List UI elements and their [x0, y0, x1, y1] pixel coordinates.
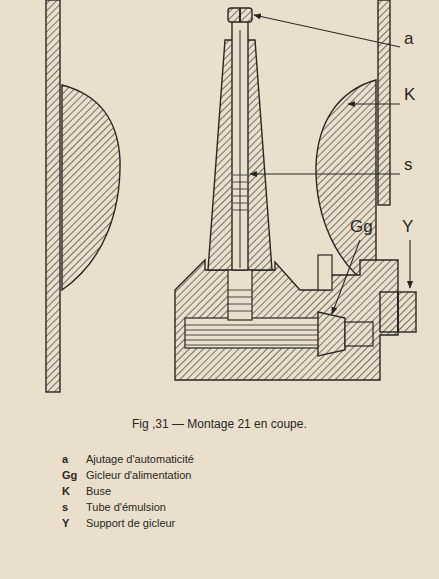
legend-key: Y	[62, 518, 69, 529]
legend-key: a	[62, 454, 68, 465]
legend-text: Gicleur d'alimentation	[86, 470, 191, 481]
legend-text: Support de gicleur	[86, 518, 175, 529]
air-corrector	[228, 8, 252, 22]
jet-carrier	[380, 292, 416, 332]
leader-line	[250, 173, 400, 174]
leader-line	[332, 240, 360, 314]
main-jet	[318, 312, 345, 356]
legend-text: Tube d'émulsion	[86, 502, 166, 513]
venturi	[62, 85, 120, 290]
legend-key: s	[62, 502, 68, 513]
legend-key: Gg	[62, 470, 77, 481]
emulsion-tube	[232, 18, 248, 270]
legend-text: Ajutage d'automaticité	[86, 454, 194, 465]
venturi	[316, 80, 376, 290]
leader-line	[348, 103, 400, 104]
body-wall	[46, 0, 60, 392]
callout-letter: Y	[402, 218, 413, 235]
callout-letter: K	[404, 86, 415, 103]
legend-key: K	[62, 486, 70, 497]
callout-letter: Gg	[350, 218, 373, 235]
callout-letter: a	[404, 30, 413, 47]
float-body	[175, 260, 398, 380]
leader-line	[254, 15, 400, 47]
callout-letter: s	[404, 156, 413, 173]
legend-text: Buse	[86, 486, 111, 497]
leader-line	[409, 240, 410, 288]
figure-caption: Fig ,31 — Montage 21 en coupe.	[132, 418, 307, 430]
